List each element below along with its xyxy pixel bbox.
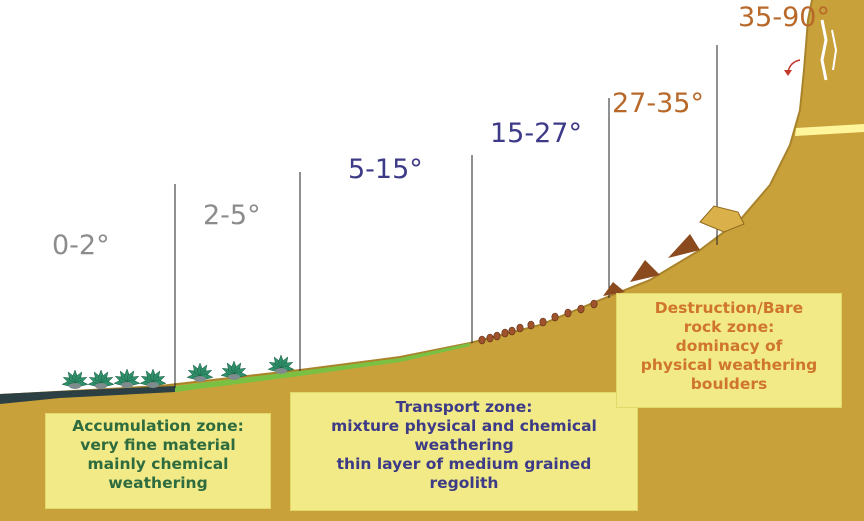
destruction-zone-line-2: rock zone:	[683, 317, 775, 336]
pebble	[501, 328, 509, 338]
slope-angle-2-5: 2-5°	[203, 200, 261, 231]
plant-group	[61, 354, 295, 389]
pebble	[527, 320, 535, 330]
transport-zone-box: Transport zone: mixture physical and che…	[290, 392, 638, 511]
accumulation-zone-line-1: Accumulation zone:	[72, 417, 244, 435]
cliff-crack	[820, 19, 828, 81]
transport-zone-line-1: Transport zone:	[395, 398, 533, 416]
boulder-group	[603, 205, 745, 296]
boulder	[668, 234, 700, 258]
slope-angle-5-15: 5-15°	[348, 154, 423, 185]
pebble	[590, 299, 598, 309]
transport-zone-line-3: weathering	[414, 435, 514, 454]
pebble	[551, 312, 559, 322]
vegetation-strip	[175, 343, 470, 392]
destruction-zone-line-5: boulders	[690, 374, 768, 393]
boulder-large	[699, 205, 745, 233]
pebble	[493, 331, 501, 341]
plant-icon	[61, 369, 89, 389]
pebble-group	[478, 299, 598, 345]
plant-icon	[267, 354, 295, 374]
pebble	[539, 317, 547, 327]
plant-icon	[220, 360, 248, 380]
pebble	[516, 323, 524, 333]
destruction-zone-box: Destruction/Bare rock zone: dominacy of …	[616, 293, 842, 408]
pebble	[478, 335, 486, 345]
destruction-zone-line-1: Destruction/Bare	[654, 299, 804, 317]
cliff-stripe	[795, 124, 864, 136]
slope-angle-0-2: 0-2°	[52, 230, 110, 261]
water-body	[0, 386, 175, 404]
rockfall-arrow-head	[784, 70, 792, 76]
pebble	[577, 304, 585, 314]
boulder	[630, 260, 660, 282]
cliff-crack-2	[831, 29, 838, 71]
transport-zone-line-5: regolith	[429, 473, 499, 492]
plant-icon	[113, 368, 141, 388]
accumulation-zone-line-4: weathering	[108, 473, 208, 492]
accumulation-zone-box: Accumulation zone: very fine material ma…	[45, 413, 271, 509]
pebble	[508, 326, 516, 336]
pebble	[486, 333, 494, 343]
boulder	[603, 282, 625, 296]
accumulation-zone-line-2: very fine material	[80, 435, 236, 454]
ground-surface-line	[0, 0, 813, 396]
plant-icon	[186, 362, 214, 382]
slope-angle-15-27: 15-27°	[490, 118, 582, 149]
slope-angle-27-35: 27-35°	[612, 88, 704, 119]
pebble	[564, 308, 572, 318]
transport-zone-line-4: thin layer of medium grained	[336, 454, 592, 473]
slope-angle-35-90: 35-90°	[738, 2, 830, 33]
plant-icon	[87, 369, 115, 389]
destruction-zone-line-4: physical weathering	[640, 355, 818, 374]
transport-zone-line-2: mixture physical and chemical	[331, 416, 597, 435]
plant-icon	[139, 368, 167, 388]
destruction-zone-line-3: dominacy of	[675, 336, 783, 355]
accumulation-zone-line-3: mainly chemical	[87, 454, 229, 473]
